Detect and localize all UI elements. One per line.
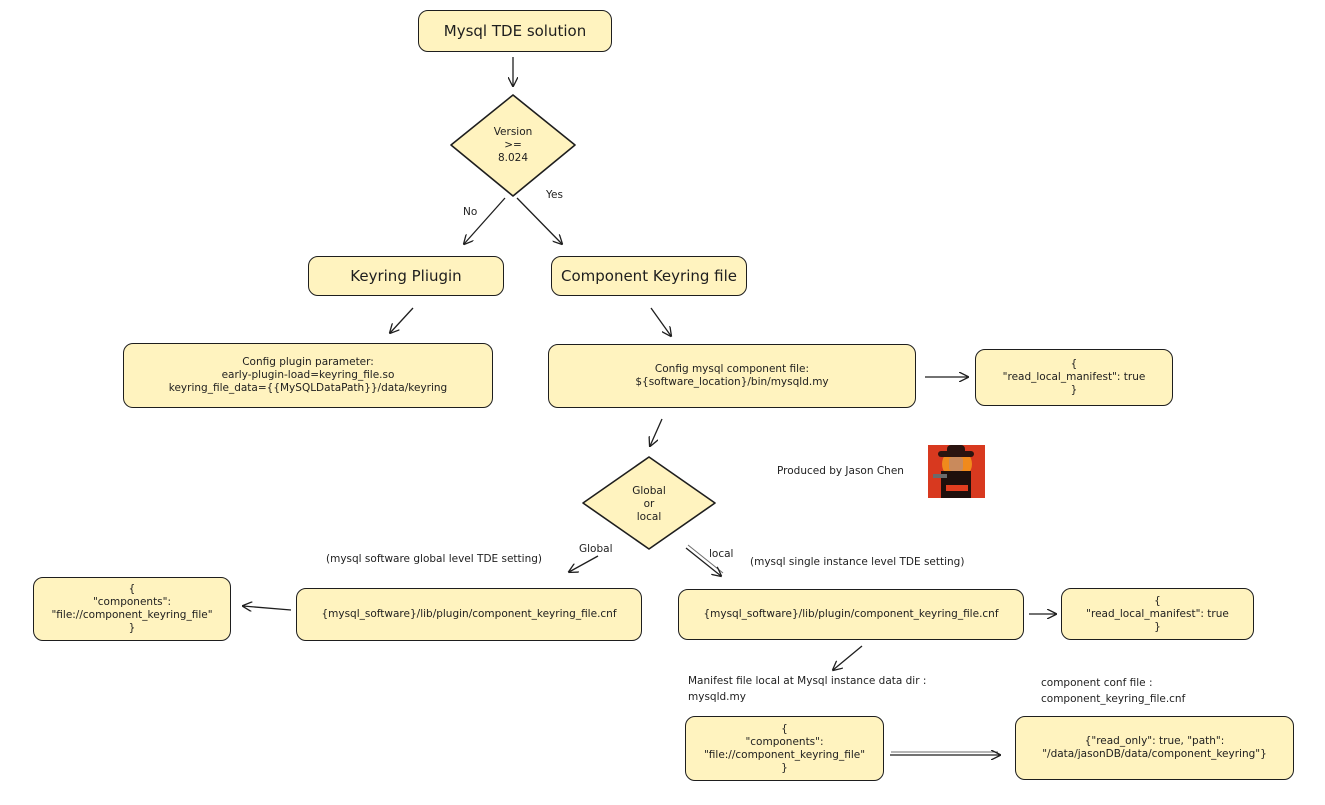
components-key: "components": <box>92 596 172 608</box>
component-conf-note-line-2: component_keyring_file.cnf <box>1041 693 1186 705</box>
brace-close: } <box>1070 384 1078 396</box>
arrow-local-cnf-to-manifest-file <box>833 645 863 670</box>
local-components-node: { "components": "file://component_keyrin… <box>685 716 884 781</box>
read-local-manifest-text: "read_local_manifest": true <box>1002 371 1146 383</box>
title-node: Mysql TDE solution <box>418 10 612 52</box>
manifest-note-line-2: mysqld.my <box>688 691 746 703</box>
components-value: "file://component_keyring_file" <box>51 609 213 621</box>
component-conf-note: component conf file : component_keyring_… <box>1041 677 1185 706</box>
arrow-plugin-to-config <box>390 307 414 333</box>
config-plugin-line-3: keyring_file_data={{MySQLDataPath}}/data… <box>168 382 448 394</box>
read-local-manifest-top-node: { "read_local_manifest": true } <box>975 349 1173 406</box>
global-components-node: { "components": "file://component_keyrin… <box>33 577 231 641</box>
components-value: "file://component_keyring_file" <box>703 748 866 761</box>
config-plugin-line-1: Config plugin parameter: <box>242 356 374 368</box>
arrow-config-to-global-local <box>650 418 663 446</box>
global-local-decision-diamond <box>582 456 716 550</box>
keyring-plugin-node: Keyring Pliugin <box>308 256 504 296</box>
global-note: (mysql software global level TDE setting… <box>326 553 542 565</box>
global-local-decision-label: Global or local <box>609 480 689 528</box>
global-cnf-text: {mysql_software}/lib/plugin/component_ke… <box>321 608 617 620</box>
arrow-version-no <box>464 197 506 244</box>
version-decision-diamond <box>450 94 576 197</box>
config-component-node: Config mysql component file: ${software_… <box>548 344 916 408</box>
brace-close: } <box>128 622 136 634</box>
config-plugin-node: Config plugin parameter: early-plugin-lo… <box>123 343 493 408</box>
read-local-manifest-local-node: { "read_local_manifest": true } <box>1061 588 1254 640</box>
global-local-line-3: local <box>636 510 662 523</box>
brace-open: { <box>1070 358 1078 370</box>
arrow-local <box>685 547 721 576</box>
manifest-note-line-1: Manifest file local at Mysql instance da… <box>688 675 927 687</box>
edge-label-no: No <box>463 206 478 218</box>
author-avatar <box>928 445 985 498</box>
arrow-global <box>569 555 599 572</box>
keyring-plugin-text: Keyring Pliugin <box>350 266 462 285</box>
config-plugin-line-2: early-plugin-load=keyring_file.so <box>221 369 395 381</box>
version-line-3: 8.024 <box>497 151 529 164</box>
version-line-2: >= <box>504 138 522 151</box>
local-cnf-node: {mysql_software}/lib/plugin/component_ke… <box>678 589 1024 640</box>
edge-label-local: local <box>709 548 734 560</box>
title-text: Mysql TDE solution <box>443 21 587 40</box>
edge-label-yes: Yes <box>546 189 563 201</box>
brace-close: } <box>781 761 788 774</box>
keyring-path-line-2: "/data/jasonDB/data/component_keyring"} <box>1042 748 1267 760</box>
arrow-global-cnf-to-components <box>243 606 292 610</box>
global-local-line-1: Global <box>632 484 666 497</box>
arrow-version-yes <box>516 197 562 244</box>
local-note: (mysql single instance level TDE setting… <box>750 556 965 568</box>
version-line-1: Version <box>493 125 533 138</box>
version-decision-label: Version >= 8.024 <box>471 120 555 170</box>
component-conf-note-line-1: component conf file : <box>1041 677 1153 689</box>
produced-by-label: Produced by Jason Chen <box>777 465 904 477</box>
keyring-path-node: {"read_only": true, "path": "/data/jason… <box>1015 716 1294 780</box>
manifest-note: Manifest file local at Mysql instance da… <box>688 675 926 704</box>
brace-open: { <box>128 583 136 595</box>
global-cnf-node: {mysql_software}/lib/plugin/component_ke… <box>296 588 642 641</box>
edge-label-global: Global <box>579 543 613 555</box>
config-component-line-2: ${software_location}/bin/mysqld.my <box>635 376 829 388</box>
local-cnf-text: {mysql_software}/lib/plugin/component_ke… <box>703 608 999 620</box>
brace-open: { <box>781 722 788 735</box>
brace-open: { <box>1154 594 1161 607</box>
arrow-component-to-config <box>650 307 671 336</box>
components-key: "components": <box>745 735 824 748</box>
keyring-path-line-1: {"read_only": true, "path": <box>1084 735 1225 747</box>
global-local-line-2: or <box>643 497 655 510</box>
config-component-line-1: Config mysql component file: <box>654 363 810 375</box>
brace-close: } <box>1154 620 1161 633</box>
read-local-manifest-text: "read_local_manifest": true <box>1086 607 1229 620</box>
component-keyring-file-node: Component Keyring file <box>551 256 747 296</box>
component-keyring-file-text: Component Keyring file <box>560 266 738 285</box>
